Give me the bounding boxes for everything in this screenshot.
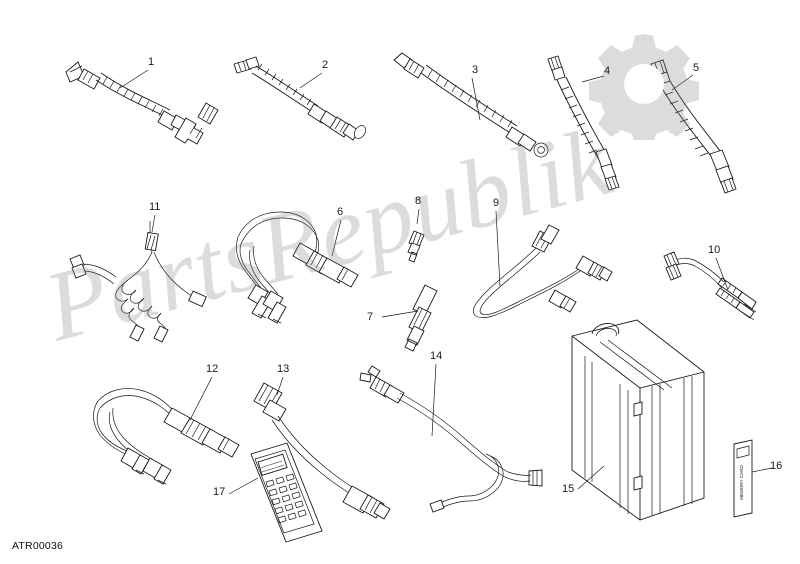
part-10-crocodile-clip-lead [663, 251, 757, 321]
part-2-pressure-test-hose-short [233, 56, 367, 141]
part-14-branch-test-lead [359, 365, 543, 513]
callout-14: 14 [430, 350, 443, 362]
part-6-twin-lead-cable-connector [236, 211, 359, 324]
part-4-pressure-test-hose-straight [547, 55, 620, 191]
part-15-carrying-case [571, 319, 705, 521]
callout-15: 15 [562, 483, 575, 495]
part-13-adapter-connector-cable [253, 382, 391, 520]
part-11-coiled-test-lead [69, 220, 207, 343]
part-9-extension-lead-cable [472, 224, 613, 319]
part-3-pressure-test-hose-long [393, 52, 549, 158]
part-7-inline-adapter-connector [404, 284, 438, 352]
callout-8: 8 [415, 195, 422, 207]
callout-16: 16 [770, 460, 783, 472]
part-12-diagnostic-harness-cable [93, 388, 240, 485]
callout-7: 7 [367, 311, 374, 323]
callout-4: 4 [604, 65, 611, 77]
part-1-pressure-test-hose-elbow [65, 61, 219, 145]
callout-2: 2 [322, 59, 329, 71]
leader-lines [119, 69, 773, 495]
callout-11: 11 [149, 201, 161, 213]
callout-17: 17 [213, 486, 226, 498]
callout-9: 9 [493, 197, 500, 209]
part-8-small-pin-adapter [407, 230, 425, 263]
callout-6: 6 [337, 206, 344, 218]
callout-5: 5 [693, 62, 700, 74]
callout-12: 12 [206, 363, 219, 375]
callout-3: 3 [472, 64, 479, 76]
svg-text:MEMORY CARD: MEMORY CARD [739, 465, 744, 500]
figure-code: ATR00036 [12, 540, 64, 552]
callout-13: 13 [277, 363, 290, 375]
callout-10: 10 [708, 244, 721, 256]
callout-1: 1 [148, 56, 155, 68]
part-5-pressure-test-hose-angled [650, 59, 737, 194]
part-16-memory-card: MEMORY CARD [733, 439, 753, 518]
part-17-diagnostic-tester-unit [250, 442, 323, 543]
